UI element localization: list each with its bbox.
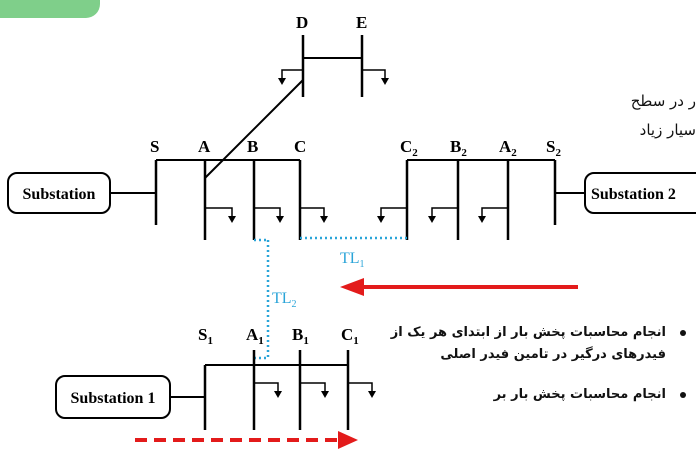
bus-label-b: B (247, 137, 258, 156)
substation-box-main (7, 172, 111, 214)
right-feeder (377, 159, 585, 240)
bus-label-c: C (294, 137, 306, 156)
substation-label-main: Substation (23, 186, 96, 203)
bus-label-a: A (198, 137, 211, 156)
top-feeder (204, 35, 389, 179)
substation-label-right: Substation 2 (591, 186, 676, 203)
substation-box-lower (55, 375, 171, 419)
main-feeder (110, 159, 328, 240)
bullet-item-2: انجام محاسبات پخش بار بر (358, 384, 688, 406)
bus-label-e: E (356, 13, 367, 32)
header-tab (0, 0, 100, 18)
background-text-line2: سیار زیاد (639, 121, 696, 139)
bullet-list: انجام محاسبات پخش بار از ابتدای هر یک از… (358, 322, 688, 424)
bullet-dot (680, 330, 686, 336)
bus-label-s2: S2 (546, 137, 561, 159)
tie-line-label-tl1: TL1 (340, 250, 365, 270)
background-text-line1: ر در سطح (630, 92, 696, 110)
bullet-dot (680, 392, 686, 398)
bus-label-a2: A2 (499, 137, 517, 159)
bus-label-s: S (150, 137, 159, 156)
substation-label-lower: Substation 1 (71, 390, 156, 407)
power-flow-arrow (340, 278, 578, 296)
bus-label-c2: C2 (400, 137, 418, 159)
bullet-1-line1: انجام محاسبات پخش بار از ابتدای هر یک از (390, 325, 666, 340)
bus-label-d: D (296, 13, 308, 32)
lower-feeder (170, 350, 376, 430)
dashed-flow-arrow (135, 431, 358, 449)
bullet-2-line1: انجام محاسبات پخش بار بر (493, 387, 666, 402)
bus-label-b1: B1 (292, 325, 309, 347)
tie-line-label-tl2: TL2 (272, 290, 297, 310)
bullet-1-line2: فیدرهای درگیر در تامین فیدر اصلی (440, 347, 666, 362)
bus-label-a1: A1 (246, 325, 264, 347)
bus-label-b2: B2 (450, 137, 467, 159)
substation-box-right (584, 172, 696, 214)
tie-lines (254, 236, 407, 360)
bus-label-c1: C1 (341, 325, 359, 347)
bus-label-s1: S1 (198, 325, 213, 347)
bullet-item-1: انجام محاسبات پخش بار از ابتدای هر یک از… (358, 322, 688, 366)
